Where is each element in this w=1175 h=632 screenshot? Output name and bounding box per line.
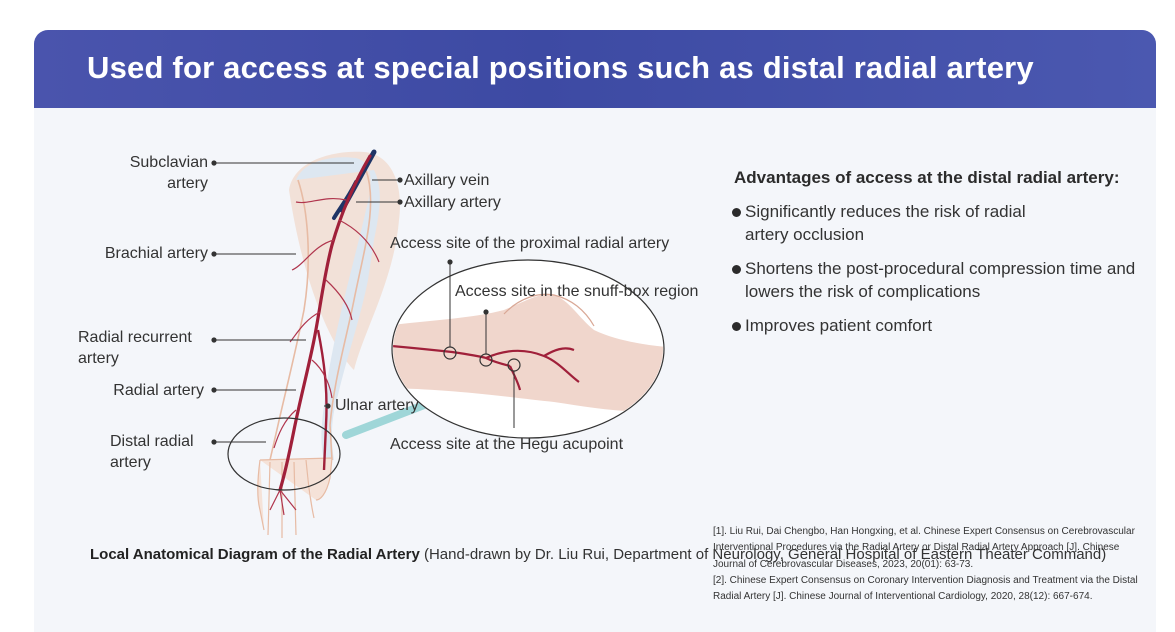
references: [1]. Liu Rui, Dai Chengbo, Han Hongxing,… — [713, 524, 1143, 605]
header-banner: Used for access at special positions suc… — [34, 30, 1156, 108]
distal-radial-highlight — [227, 417, 341, 491]
label-snuffbox-access: Access site in the snuff-box region — [455, 283, 699, 300]
zoom-pointer — [342, 398, 436, 439]
bullet-icon — [732, 322, 741, 331]
figure-caption: Local Anatomical Diagram of the Radial A… — [90, 544, 1106, 566]
advantage-text: Improves patient comfort — [745, 316, 933, 335]
label-subclavian-artery: Subclavian artery — [129, 154, 208, 192]
caption-title: Local Anatomical Diagram of the Radial A… — [90, 546, 420, 563]
bullet-icon — [732, 265, 741, 274]
label-ulnar-artery: Ulnar artery — [335, 397, 419, 414]
label-hegu-access: Access site at the Hegu acupoint — [390, 436, 624, 453]
label-radial-artery: Radial artery — [113, 382, 204, 399]
label-brachial-artery: Brachial artery — [104, 245, 208, 262]
advantages-list: Significantly reduces the risk of radial… — [732, 200, 1152, 348]
main-artery — [278, 154, 372, 492]
advantage-text: Shortens the post-procedural compression… — [745, 259, 1136, 301]
advantages-title: Advantages of access at the distal radia… — [734, 168, 1120, 187]
arm-silhouette — [296, 157, 380, 460]
zoom-artery — [393, 344, 580, 391]
advantage-text: Significantly reduces the risk of radial… — [745, 202, 1026, 244]
arm-outline — [269, 169, 372, 461]
content-card: Used for access at special positions suc… — [34, 30, 1156, 632]
reference-item: [2]. Chinese Expert Consensus on Coronar… — [713, 574, 1138, 603]
hand-silhouette — [257, 457, 333, 538]
reference-item: [1]. Liu Rui, Dai Chengbo, Han Hongxing,… — [713, 526, 1135, 570]
advantage-item: Significantly reduces the risk of radial… — [732, 200, 1152, 246]
bullet-icon — [732, 208, 741, 217]
caption-credit: (Hand-drawn by Dr. Liu Rui, Department o… — [419, 546, 1107, 563]
zoom-thumb — [503, 293, 595, 327]
radial-artery-diagram — [211, 149, 665, 538]
label-distal-radial-artery: Distal radial artery — [110, 433, 194, 471]
label-radial-recurrent-artery: Radial recurrent artery — [78, 329, 192, 367]
label-axillary-artery: Axillary artery — [404, 194, 501, 211]
label-proximal-access: Access site of the proximal radial arter… — [390, 235, 670, 252]
advantage-item: Improves patient comfort — [732, 314, 1152, 337]
artery-branches — [269, 198, 380, 516]
advantage-item: Shortens the post-procedural compression… — [732, 257, 1152, 303]
page-title: Used for access at special positions suc… — [87, 50, 1034, 85]
ulnar-artery-line — [316, 329, 328, 471]
label-axillary-vein: Axillary vein — [404, 172, 490, 189]
